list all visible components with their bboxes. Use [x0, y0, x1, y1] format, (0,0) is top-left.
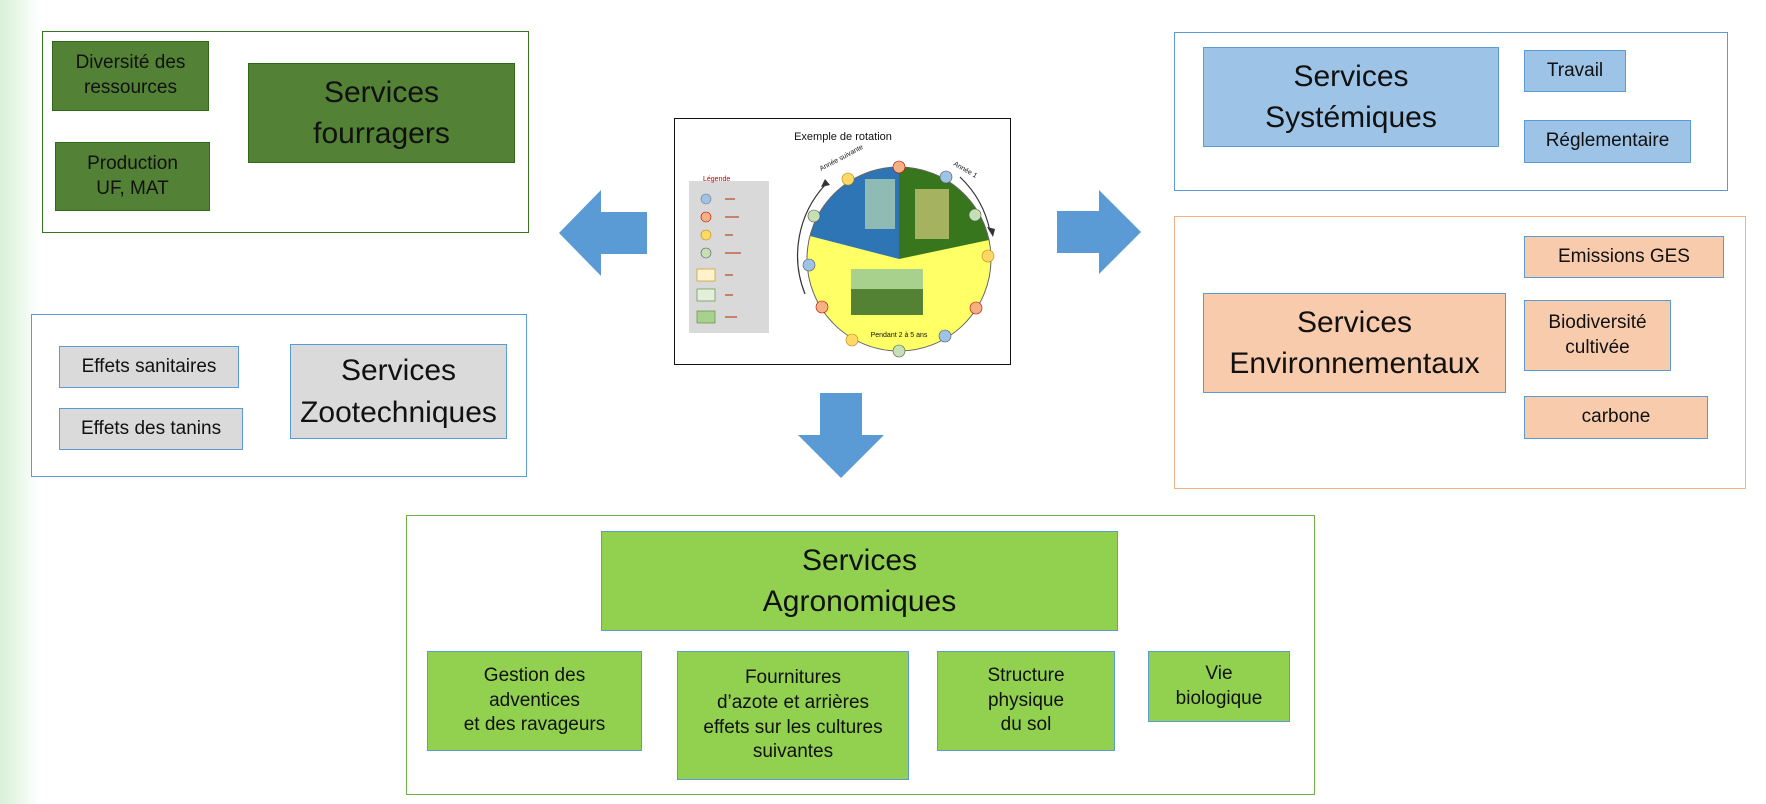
fourragers-title: Services fourragers — [248, 63, 515, 163]
rotation-circle — [806, 166, 992, 352]
rotation-diagram: Exemple de rotation Légende — [674, 118, 1011, 365]
agronomiques-item-vie: Vie biologique — [1148, 651, 1290, 722]
systemiques-item-travail: Travail — [1524, 50, 1626, 92]
environnementaux-title: Services Environnementaux — [1203, 293, 1506, 393]
fourragers-item-diversite: Diversité des ressources — [52, 41, 209, 111]
legend-item-icon — [700, 247, 741, 259]
rotation-cycle-arrowhead-icon — [821, 179, 830, 187]
arrow-right-icon — [1057, 190, 1141, 274]
agronomiques-item-structure: Structure physique du sol — [937, 651, 1115, 751]
environnementaux-item-carbone: carbone — [1524, 396, 1708, 439]
rotation-label-following-year: Année suivante — [819, 144, 865, 173]
environnementaux-item-ges: Emissions GES — [1524, 236, 1724, 278]
systemiques-item-reglementaire: Réglementaire — [1524, 120, 1691, 163]
agronomiques-item-adventices: Gestion des adventices et des ravageurs — [427, 651, 642, 751]
rotation-cycle-arrowhead-icon — [987, 227, 995, 237]
legend-item-icon — [696, 288, 733, 302]
rotation-label-duration: Pendant 2 à 5 ans — [871, 332, 928, 339]
legend-item-icon — [696, 310, 737, 324]
rotation-badge-icon — [802, 160, 995, 358]
arrow-down-icon — [798, 393, 884, 478]
rotation-cycle-arrow-icon — [959, 176, 991, 232]
zootechniques-item-tanins: Effets des tanins — [59, 408, 243, 450]
zootechniques-item-sanitaires: Effets sanitaires — [59, 346, 239, 388]
legend-item-icon — [700, 211, 739, 223]
zootechniques-title: Services Zootechniques — [290, 344, 507, 439]
legend-item-icon — [700, 229, 733, 241]
rotation-title: Exemple de rotation — [794, 131, 892, 143]
systemiques-title: Services Systémiques — [1203, 47, 1499, 147]
arrow-left-icon — [559, 190, 647, 276]
fourragers-item-production: Production UF, MAT — [55, 142, 210, 211]
agronomiques-item-azote: Fournitures d’azote et arrières effets s… — [677, 651, 909, 780]
agronomiques-title: Services Agronomiques — [601, 531, 1118, 631]
rotation-cycle-arrow-icon — [796, 184, 826, 295]
environnementaux-item-biodiversite: Biodiversité cultivée — [1524, 300, 1671, 371]
legend-item-icon — [700, 193, 735, 205]
rotation-legend: Légende — [689, 176, 769, 333]
rotation-legend-title: Légende — [703, 176, 730, 183]
rotation-label-year1: Année 1 — [952, 161, 978, 180]
legend-item-icon — [696, 268, 733, 282]
